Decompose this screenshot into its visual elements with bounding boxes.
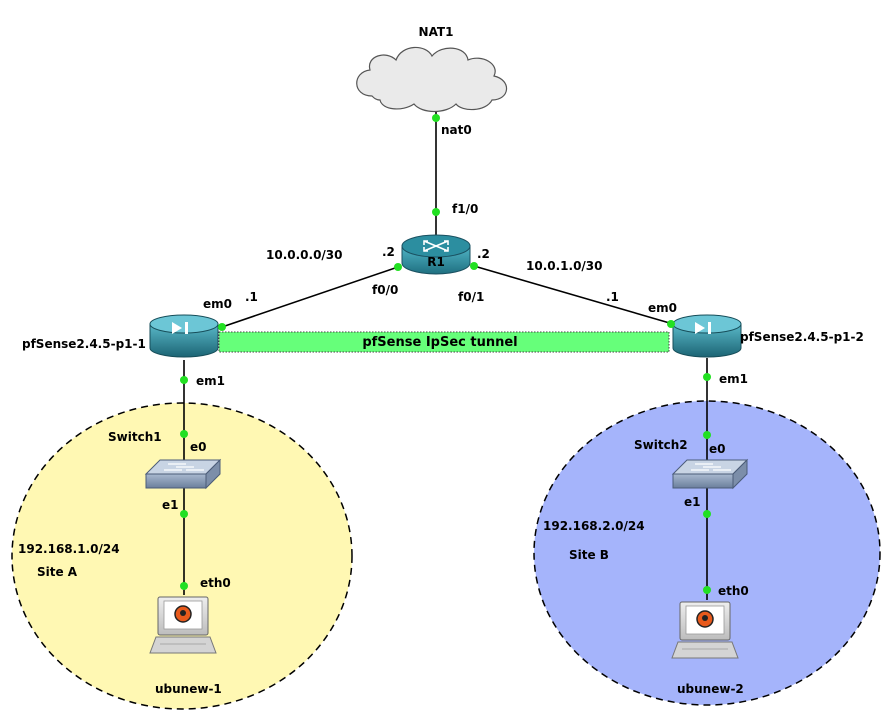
port-label-fw2-em0: em0 (648, 301, 677, 315)
port-label-sw1-e0: e0 (190, 440, 207, 454)
site-b-subnet: 192.168.2.0/24 (543, 519, 645, 533)
port-dot-f0-0 (394, 263, 402, 271)
switch-icon[interactable] (671, 458, 749, 490)
port-label-fw2-em1: em1 (719, 372, 748, 386)
port-dots (180, 114, 711, 594)
site-a-name: Site A (37, 565, 78, 579)
cloud-icon[interactable] (356, 46, 508, 113)
port-dot-f0-1 (470, 262, 478, 270)
port-dot-h2-eth0 (703, 586, 711, 594)
computer-icon[interactable] (149, 596, 217, 654)
router-label: R1 (427, 255, 445, 269)
port-dot-fw1-em0 (218, 323, 226, 331)
port-label-h1-eth0: eth0 (200, 576, 231, 590)
port-label-r-dot2-right: .2 (477, 247, 490, 261)
firewall-icon[interactable] (149, 314, 219, 358)
port-label-fw1-dot1: .1 (245, 290, 258, 304)
port-label-f0-1: f0/1 (458, 290, 484, 304)
host2-label: ubunew-2 (677, 682, 744, 696)
port-label-fw1-em0: em0 (203, 297, 232, 311)
port-dot-f1-0 (432, 208, 440, 216)
firewall-icon[interactable] (672, 314, 742, 358)
link-router-fw2 (473, 265, 674, 325)
port-label-nat0: nat0 (441, 123, 472, 137)
computer-icon[interactable] (671, 601, 739, 659)
fw1-label: pfSense2.4.5-p1-1 (22, 337, 146, 351)
right-wan-subnet: 10.0.1.0/30 (526, 259, 603, 273)
port-label-fw2-dot1: .1 (606, 290, 619, 304)
port-dot-sw1-e1 (180, 510, 188, 518)
port-dot-sw2-e1 (703, 510, 711, 518)
port-label-fw1-em1: em1 (196, 374, 225, 388)
port-label-sw2-e0: e0 (709, 442, 726, 456)
left-wan-subnet: 10.0.0.0/30 (266, 248, 343, 262)
link-router-fw1 (221, 266, 399, 328)
host1-label: ubunew-1 (155, 682, 222, 696)
port-label-r-dot2-left: .2 (382, 245, 395, 259)
sw1-label: Switch1 (108, 430, 162, 444)
port-dot-sw2-e0 (703, 431, 711, 439)
port-label-sw1-e1: e1 (162, 498, 179, 512)
site-b-name: Site B (569, 548, 609, 562)
port-dot-h1-eth0 (180, 582, 188, 590)
links (183, 112, 708, 600)
port-label-sw2-e1: e1 (684, 495, 701, 509)
port-dot-fw1-em1 (180, 376, 188, 384)
port-dot-fw2-em1 (703, 373, 711, 381)
port-dot-fw2-em0 (667, 320, 675, 328)
fw2-label: pfSense2.4.5-p1-2 (740, 330, 864, 344)
tunnel-label: pfSense IpSec tunnel (362, 335, 517, 350)
nat-label: NAT1 (419, 25, 454, 39)
port-dot-nat0 (432, 114, 440, 122)
site-a-area (11, 402, 353, 710)
port-label-f1-0: f1/0 (452, 202, 478, 216)
port-label-h2-eth0: eth0 (718, 584, 749, 598)
port-label-f0-0: f0/0 (372, 283, 398, 297)
router-icon[interactable] (401, 234, 471, 275)
port-dot-sw1-e0 (180, 430, 188, 438)
site-a-subnet: 192.168.1.0/24 (18, 542, 120, 556)
switch-icon[interactable] (144, 458, 222, 490)
sw2-label: Switch2 (634, 438, 688, 452)
ipsec-tunnel-bar (218, 331, 670, 353)
